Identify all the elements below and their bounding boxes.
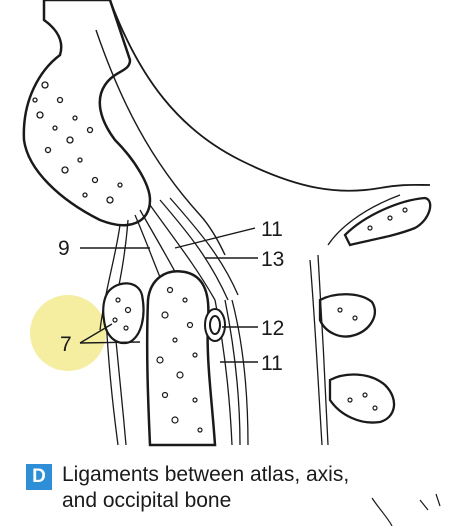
label-11-bottom: 11 (261, 352, 283, 375)
label-11-top: 11 (261, 218, 283, 241)
occipital-bone (22, 0, 152, 227)
atlas-anterior-arch (102, 282, 145, 345)
corner-mark (371, 493, 441, 526)
highlight-marker (30, 295, 106, 371)
spinous-texture (337, 207, 408, 411)
label-7: 7 (60, 333, 72, 356)
axis-dens (145, 269, 217, 447)
spinous-processes (318, 196, 432, 424)
label-9: 9 (58, 237, 70, 260)
nuchal-ligament-lines (309, 194, 401, 446)
label-12: 12 (261, 317, 284, 340)
atlas-texture (112, 297, 132, 331)
caption-line-1: Ligaments between atlas, axis, (62, 463, 350, 486)
transverse-ligament-region (204, 308, 226, 342)
occipital-texture (32, 81, 123, 204)
axis-texture (156, 286, 203, 433)
caption-line-2: and occipital bone (62, 489, 232, 512)
dura-inner (95, 29, 226, 256)
label-13: 13 (261, 248, 284, 271)
dura-outline (109, 0, 431, 192)
leader-lines (79, 227, 258, 363)
figure-letter-badge: D (26, 464, 52, 490)
